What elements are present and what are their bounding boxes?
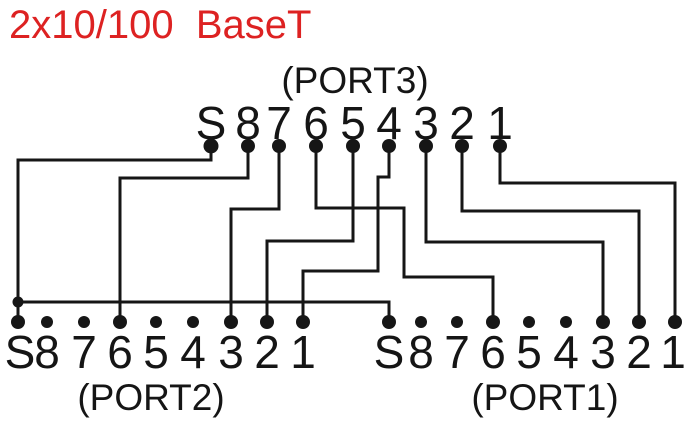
port1-pin-label: 6 — [480, 326, 506, 378]
port3-pin-label: 4 — [376, 97, 402, 149]
wire-port3-8-to-port2-6 — [118, 144, 250, 324]
port1-pin-label: S — [374, 326, 405, 378]
diagram-title: 2x10/100 BaseT — [9, 3, 312, 47]
pin-dot — [493, 139, 507, 153]
port2-pin-label: 7 — [71, 326, 97, 378]
pin-dot — [11, 315, 25, 329]
wire-port3-2-to-port1-2 — [460, 144, 641, 324]
port3-label: (PORT3) — [281, 60, 428, 101]
pin-dot — [272, 139, 286, 153]
wire-port3-1-to-port1-1 — [498, 144, 677, 324]
wires-group — [16, 144, 677, 324]
junction-dot — [12, 296, 24, 308]
port3-pin-label: 3 — [413, 97, 439, 149]
pin-dot — [296, 315, 310, 329]
pin-dot — [596, 315, 610, 329]
pin-dot — [241, 139, 255, 153]
port1-pin-label: 7 — [444, 326, 470, 378]
pin-dot — [346, 139, 360, 153]
pin-dot — [668, 315, 682, 329]
pin-dot — [150, 316, 162, 328]
pin-dot — [451, 316, 463, 328]
wire-port3-3-to-port1-3 — [424, 144, 605, 324]
pin-dot — [415, 316, 427, 328]
port2-pin-label: 3 — [218, 326, 244, 378]
pin-dot — [113, 315, 127, 329]
pin-dot — [382, 315, 396, 329]
pin-dot — [203, 138, 219, 154]
port3-pin-label: 8 — [235, 97, 261, 149]
pin-dot — [632, 315, 646, 329]
wire-port3-5-to-port2-2 — [265, 144, 355, 324]
pin-dot — [260, 315, 274, 329]
port2-pin-label: S — [5, 326, 36, 378]
pin-dot — [523, 316, 535, 328]
port3-pin-label: 7 — [266, 97, 292, 149]
port3-pin-label: S — [196, 97, 227, 149]
pin-dot — [419, 139, 433, 153]
port3-pin-label: 6 — [303, 97, 329, 149]
port1-pin-label: 1 — [660, 326, 684, 378]
wire-port3-6-to-port1-6 — [314, 144, 495, 324]
pin-dot — [486, 315, 500, 329]
wire-port3-4-to-port2-1 — [301, 144, 391, 324]
port2-pin-label: 5 — [143, 326, 169, 378]
port1-pin-label: 3 — [590, 326, 616, 378]
pin-dot — [560, 316, 572, 328]
port1-pin-label: 8 — [408, 326, 434, 378]
labels-group: (PORT3) S 8 7 6 5 4 3 2 1 S 8 7 6 5 4 3 … — [5, 60, 684, 418]
wire-port3-7-to-port2-3 — [229, 144, 281, 324]
wire-port3-s-to-port2-s — [16, 144, 213, 324]
port2-pin-label: 4 — [180, 326, 206, 378]
pin-dot — [382, 139, 396, 153]
pin-dot — [455, 139, 469, 153]
port2-pin-label: 6 — [107, 326, 133, 378]
pin-dot — [41, 316, 53, 328]
pin-dots-group — [11, 138, 682, 329]
port2-pin-label: 8 — [34, 326, 60, 378]
port3-pin-label: 5 — [340, 97, 366, 149]
pin-dot — [187, 316, 199, 328]
pin-dot — [309, 139, 323, 153]
port2-label: (PORT2) — [77, 377, 224, 418]
port1-label: (PORT1) — [471, 377, 618, 418]
port3-pin-label: 2 — [449, 97, 475, 149]
pin-dot — [78, 316, 90, 328]
port2-pin-label: 1 — [290, 326, 316, 378]
port1-pin-label: 4 — [553, 326, 579, 378]
port2-pin-label: 2 — [254, 326, 280, 378]
port1-pin-label: 5 — [516, 326, 542, 378]
wire-ground-branch-to-port1-s — [16, 300, 391, 324]
port1-pin-label: 2 — [626, 326, 652, 378]
pin-dot — [224, 315, 238, 329]
port3-pin-label: 1 — [487, 97, 513, 149]
